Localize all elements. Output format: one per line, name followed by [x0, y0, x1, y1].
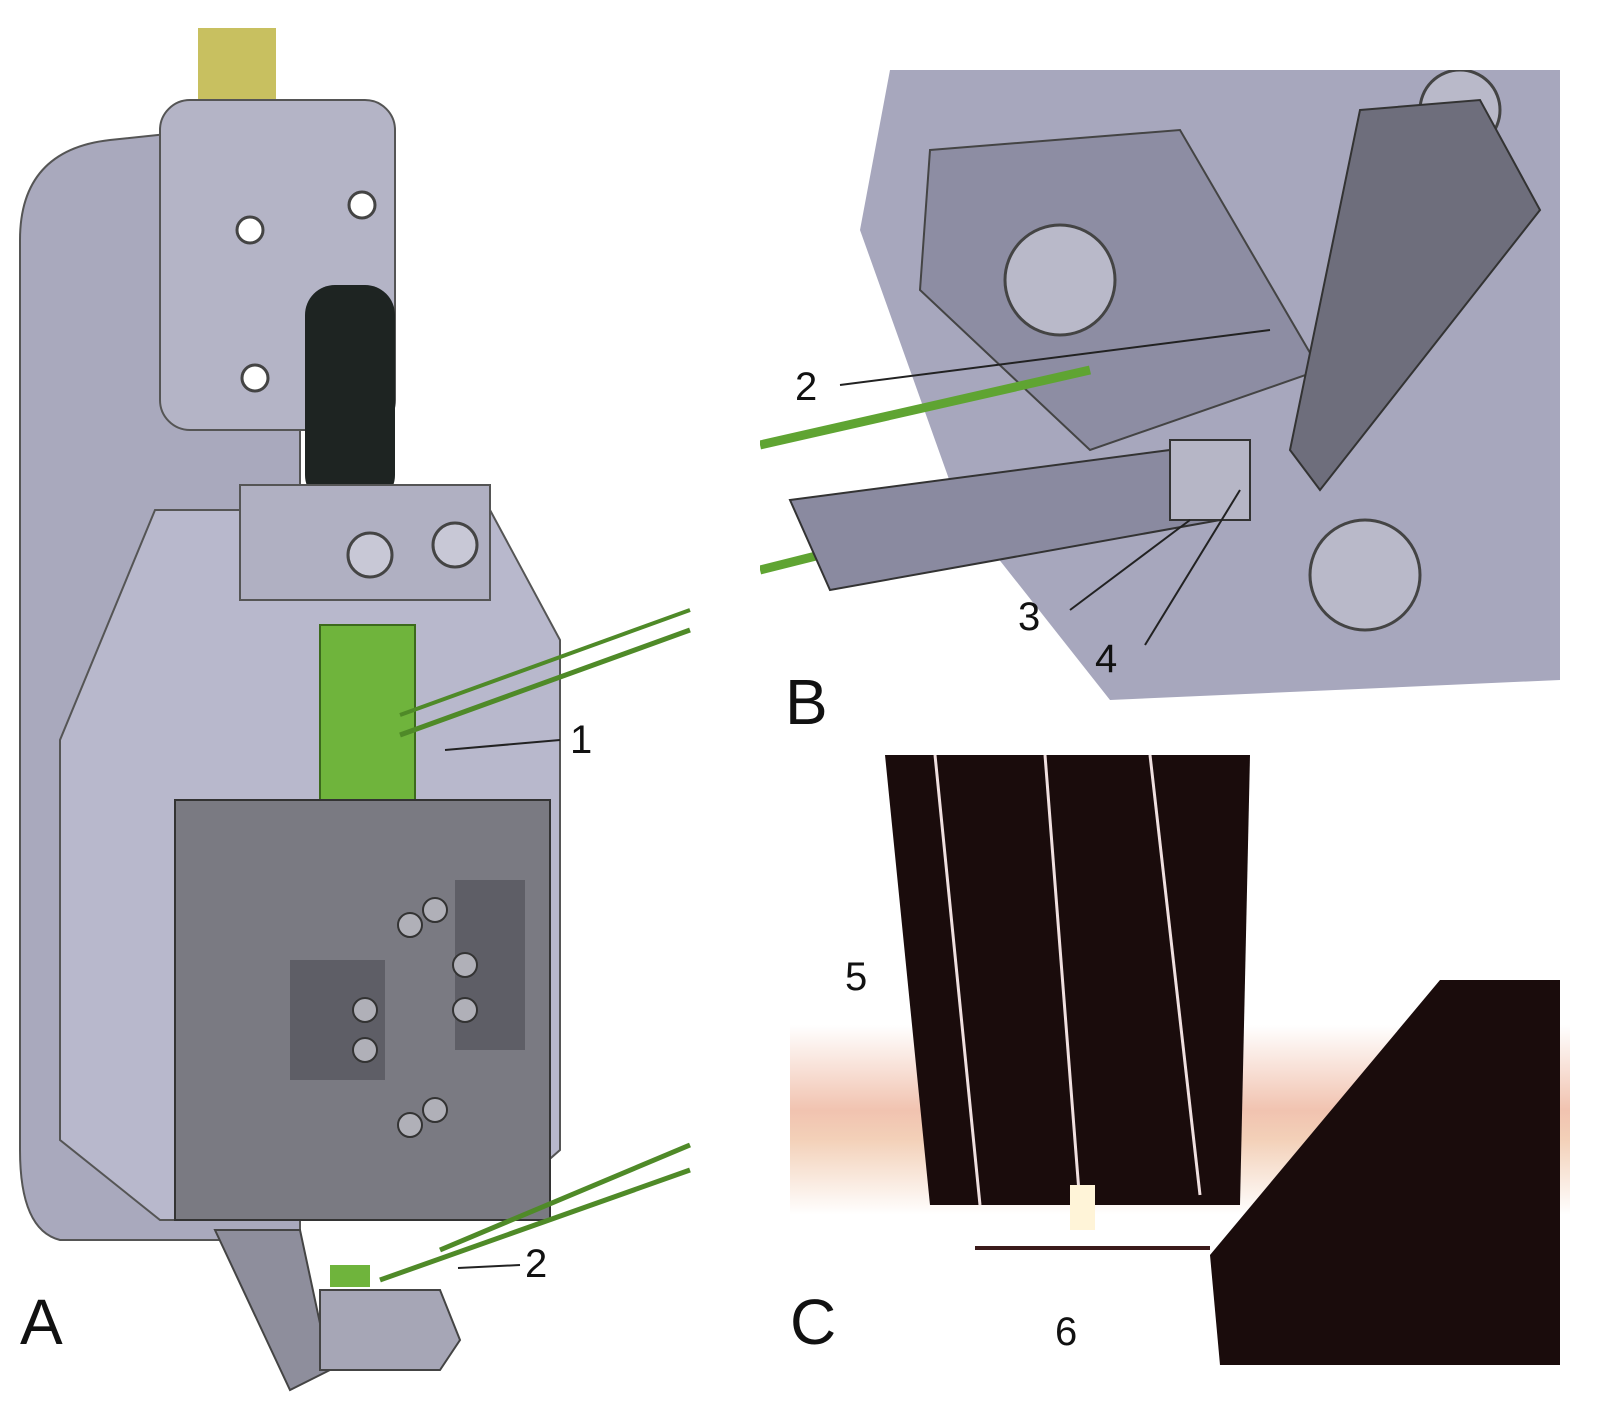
- panel-c-letter: C: [790, 1286, 837, 1358]
- panel-a-letter: A: [20, 1286, 63, 1358]
- callout-3: 3: [1018, 595, 1041, 639]
- panel-b-drawing: [760, 70, 1560, 700]
- callout-1: 1: [570, 718, 593, 762]
- callout-6: 6: [1055, 1310, 1078, 1354]
- panel-a-drawing: [19, 28, 691, 1392]
- callout-2-b: 2: [795, 365, 818, 409]
- callout-5: 5: [845, 955, 868, 999]
- panel-b: 2 3 4 B: [760, 70, 1570, 738]
- panel-b-letter: B: [785, 666, 828, 738]
- panel-c-micrograph: [790, 755, 1570, 1365]
- callout-4: 4: [1095, 637, 1118, 681]
- panel-a: A 1 2: [0, 0, 700, 1421]
- panel-c: 5 6 C: [790, 755, 1570, 1385]
- callout-2-a: 2: [525, 1242, 548, 1286]
